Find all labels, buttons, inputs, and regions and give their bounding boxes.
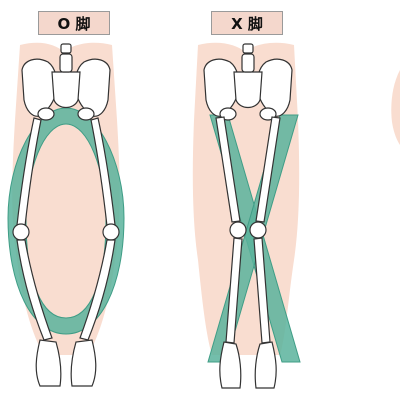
x-leg-bones [215, 116, 281, 389]
o-leg-figure [7, 42, 125, 387]
x-leg-pelvis [203, 43, 293, 121]
x-right-tibia [253, 237, 271, 344]
x-left-tibia [225, 237, 243, 344]
x-left-foot [219, 341, 242, 389]
x-right-femur [255, 116, 281, 223]
o-left-foot [35, 339, 62, 387]
o-leg-label: O 脚 [38, 11, 110, 35]
o-leg-bones [12, 117, 120, 387]
third-figure-silhouette-edge [391, 70, 400, 145]
o-left-tibia [16, 239, 53, 341]
o-right-foot [70, 339, 97, 387]
x-left-femur [215, 116, 241, 223]
o-leg-pelvis [21, 43, 111, 121]
x-leg-figure [192, 42, 301, 389]
x-right-foot [254, 341, 277, 389]
x-leg-label: X 脚 [211, 11, 283, 35]
o-right-tibia [79, 239, 116, 341]
